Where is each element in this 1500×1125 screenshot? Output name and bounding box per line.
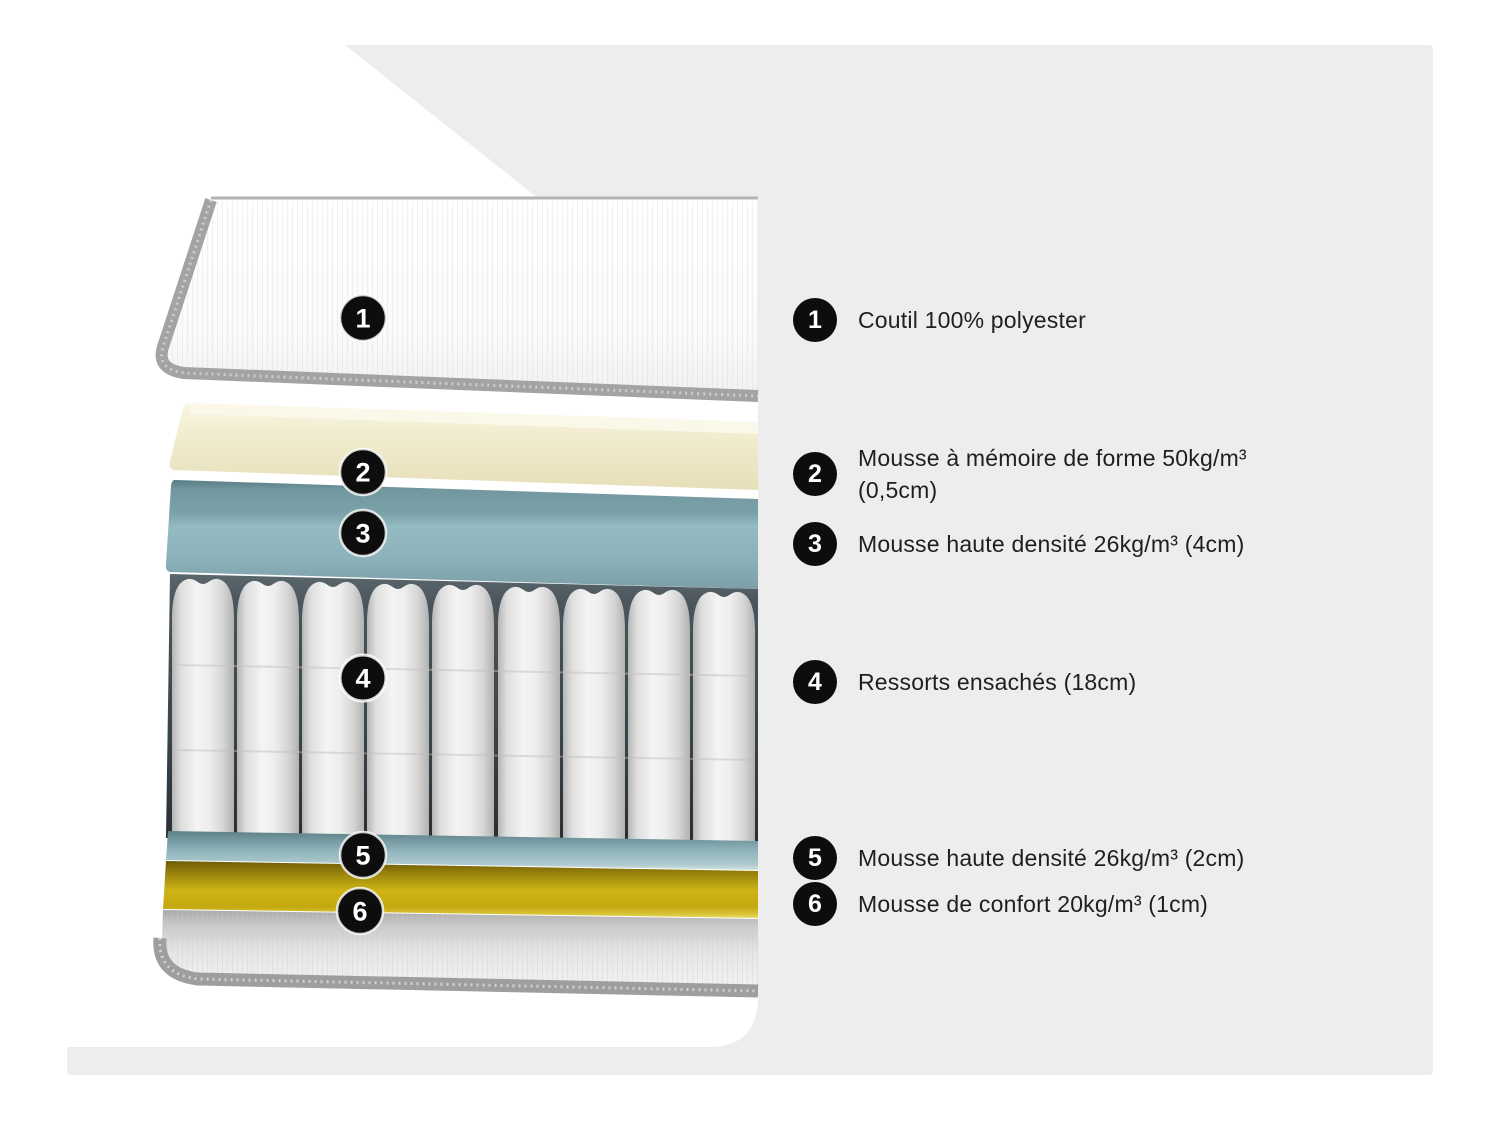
layer-cover-bottom (153, 910, 759, 998)
legend-label-4: Ressorts ensachés (18cm) (858, 669, 1137, 695)
legend-badge-3: 3 (793, 522, 837, 566)
legend-badge-4: 4 (793, 660, 837, 704)
legend-badge-6: 6 (793, 882, 837, 926)
marker-4: 4 (338, 653, 388, 703)
illustration-markers: 1 2 3 4 5 6 (335, 293, 388, 936)
svg-text:6: 6 (352, 897, 367, 927)
legend-item-5: 5 Mousse haute densité 26kg/m³ (2cm) (793, 836, 1244, 880)
marker-5: 5 (338, 830, 388, 880)
layer-pocket-springs (166, 574, 758, 846)
legend-item-2: 2 Mousse à mémoire de forme 50kg/m³ (0,5… (793, 445, 1247, 503)
marker-2: 2 (338, 447, 388, 497)
spring-pockets (172, 578, 755, 843)
legend-item-6: 6 Mousse de confort 20kg/m³ (1cm) (793, 882, 1208, 926)
layer-high-density-foam-bottom (166, 831, 758, 870)
legend-label-5: Mousse haute densité 26kg/m³ (2cm) (858, 845, 1245, 871)
legend-badge-1: 1 (793, 298, 837, 342)
legend-badge-2: 2 (793, 452, 837, 496)
legend-item-3: 3 Mousse haute densité 26kg/m³ (4cm) (793, 522, 1244, 566)
legend-label-2-line1: Mousse à mémoire de forme 50kg/m³ (858, 445, 1247, 471)
marker-6: 6 (335, 886, 385, 936)
legend-label-1: Coutil 100% polyester (858, 307, 1086, 333)
svg-text:1: 1 (355, 304, 370, 334)
layer-comfort-foam (163, 861, 758, 918)
legend-label-3: Mousse haute densité 26kg/m³ (4cm) (858, 531, 1245, 557)
legend-item-4: 4 Ressorts ensachés (18cm) (793, 660, 1136, 704)
svg-text:2: 2 (355, 458, 370, 488)
layer-high-density-foam-top (165, 479, 759, 589)
legend-label-2: Mousse à mémoire de forme 50kg/m³ (0,5cm… (858, 442, 1247, 506)
svg-text:5: 5 (355, 841, 370, 871)
legend-label-2-line2: (0,5cm) (858, 477, 938, 503)
legend-label-6: Mousse de confort 20kg/m³ (1cm) (858, 891, 1209, 917)
svg-text:3: 3 (355, 519, 370, 549)
marker-1: 1 (338, 293, 388, 343)
layer-cover-top (155, 196, 759, 402)
legend-badge-5: 5 (793, 836, 837, 880)
layer-memory-foam (169, 402, 758, 490)
marker-3: 3 (338, 508, 388, 558)
background-diagonal-shape (67, 45, 539, 199)
legend-item-1: 1 Coutil 100% polyester (793, 298, 1086, 342)
svg-text:4: 4 (355, 664, 370, 694)
